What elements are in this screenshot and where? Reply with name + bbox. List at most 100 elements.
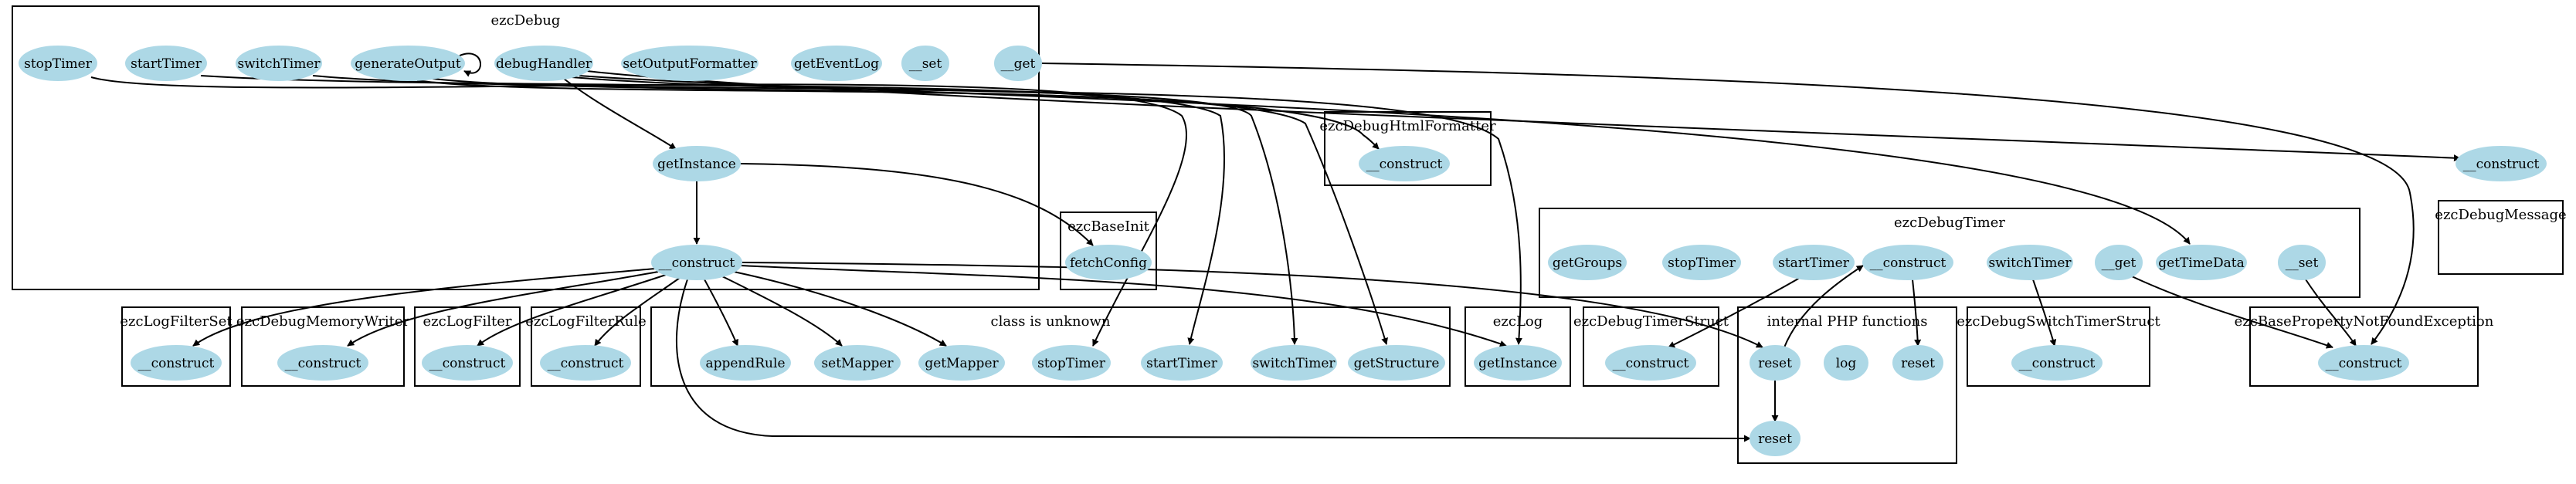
- node-msg-construct[interactable]: __construct: [2456, 146, 2547, 181]
- node-ellipse: [653, 146, 741, 181]
- node-ellipse: [1824, 345, 1868, 381]
- node-ellipse: [540, 345, 631, 381]
- cluster-label: ezcBasePropertyNotFoundException: [2235, 313, 2494, 330]
- node-label: stopTimer: [1037, 356, 1106, 371]
- node-u-set-mapper[interactable]: setMapper: [814, 345, 901, 381]
- node-label: __construct: [429, 356, 506, 371]
- node-u-start-timer[interactable]: startTimer: [1141, 345, 1223, 381]
- cluster-label: ezcLogFilterRule: [525, 313, 647, 330]
- node-u-switch-timer[interactable]: switchTimer: [1251, 345, 1337, 381]
- node-t-get-groups[interactable]: getGroups: [1548, 245, 1627, 280]
- node-d-generate-output[interactable]: generateOutput: [351, 46, 465, 81]
- node-p-reset[interactable]: reset: [1750, 345, 1800, 381]
- cluster-box: [1539, 208, 2360, 298]
- edge-t-start-timer-to-ts-construct: [1668, 277, 1800, 348]
- cluster-label: ezcDebugHtmlFormatter: [1319, 118, 1496, 134]
- node-t-stop-timer[interactable]: stopTimer: [1662, 245, 1741, 280]
- edge-d-switch-timer-to-u-switch-timer: [312, 75, 1298, 345]
- cluster-ezc-debug-memory-writer: ezcDebugMemoryWriter: [236, 306, 410, 387]
- node-ellipse: [2456, 146, 2547, 181]
- node-lfs-construct[interactable]: __construct: [131, 345, 222, 381]
- node-ellipse: [2156, 245, 2247, 280]
- node-ellipse: [2318, 345, 2409, 381]
- node-p-reset3[interactable]: reset: [1750, 421, 1800, 456]
- edge-d-debug-handler-to-l-get-instance: [571, 76, 1522, 345]
- node-ellipse: [791, 46, 882, 81]
- node-l-get-instance[interactable]: getInstance: [1474, 345, 1562, 381]
- edge-d-stop-timer-to-u-stop-timer: [90, 76, 1187, 347]
- node-label: stopTimer: [1668, 256, 1736, 271]
- node-label: stopTimer: [24, 56, 93, 72]
- node-dmw-construct[interactable]: __construct: [277, 345, 368, 381]
- node-label: fetchConfig: [1070, 256, 1147, 271]
- node-ellipse: [19, 46, 97, 81]
- node-label: __set: [909, 56, 942, 72]
- node-ellipse: [1251, 345, 1337, 381]
- cluster-label: ezcDebugTimerStruct: [1573, 313, 1729, 330]
- node-label: appendRule: [705, 356, 785, 371]
- node-ts-construct[interactable]: __construct: [1605, 345, 1696, 381]
- node-d-set[interactable]: __set: [901, 46, 949, 81]
- cluster-label: ezcLogFilterSet: [120, 313, 232, 330]
- node-label: __construct: [2463, 157, 2540, 172]
- cluster-ezc-debug-message: ezcDebugMessage: [2435, 200, 2567, 275]
- node-ellipse: [918, 345, 1005, 381]
- node-label: __get: [2102, 256, 2136, 271]
- node-ellipse: [2095, 245, 2143, 280]
- node-ellipse: [1750, 345, 1800, 381]
- node-d-get-event-log[interactable]: getEventLog: [791, 46, 882, 81]
- cluster-label: class is unknown: [990, 313, 1110, 330]
- node-t-construct[interactable]: __construct: [1862, 245, 1953, 280]
- node-p-log[interactable]: log: [1824, 345, 1868, 381]
- node-t-get[interactable]: __get: [2095, 245, 2143, 280]
- node-d-start-timer[interactable]: startTimer: [125, 46, 207, 81]
- edge-d-construct-to-u-append-rule: [704, 279, 738, 347]
- node-t-get-time-data[interactable]: getTimeData: [2156, 245, 2247, 280]
- node-u-stop-timer[interactable]: stopTimer: [1032, 345, 1111, 381]
- node-d-switch-timer[interactable]: switchTimer: [236, 46, 322, 81]
- node-u-get-structure[interactable]: getStructure: [1348, 345, 1445, 381]
- node-label: switchTimer: [237, 56, 321, 72]
- cluster-box: [1464, 306, 1571, 387]
- node-ellipse: [494, 46, 593, 81]
- node-d-get-instance[interactable]: getInstance: [653, 146, 741, 181]
- node-label: __get: [1001, 56, 1036, 72]
- node-ellipse: [1348, 345, 1445, 381]
- node-d-set-output-formatter[interactable]: setOutputFormatter: [621, 46, 759, 81]
- node-label: __construct: [1870, 256, 1946, 271]
- edge-d-debug-handler-to-t-get-time-data: [579, 75, 2191, 245]
- cluster-ezc-debug-switch-timer-struct: ezcDebugSwitchTimerStruct: [1957, 306, 2161, 387]
- node-u-append-rule[interactable]: appendRule: [700, 345, 791, 381]
- node-lfr-construct[interactable]: __construct: [540, 345, 631, 381]
- edge-d-start-timer-to-u-start-timer: [200, 75, 1226, 345]
- node-bp-construct[interactable]: __construct: [2318, 345, 2409, 381]
- node-label: log: [1836, 356, 1857, 371]
- node-bi-fetch-config[interactable]: fetchConfig: [1065, 245, 1152, 280]
- node-label: debugHandler: [496, 56, 592, 72]
- node-lf-construct[interactable]: __construct: [422, 345, 513, 381]
- cluster-label: ezcDebugMemoryWriter: [236, 313, 410, 330]
- cluster-ezc-base-init: ezcBaseInit: [1060, 212, 1157, 290]
- node-t-start-timer[interactable]: startTimer: [1773, 245, 1855, 280]
- edge-d-construct-to-lf-construct: [477, 274, 667, 347]
- cluster-box: [1583, 306, 1719, 387]
- cluster-box: [241, 306, 405, 387]
- node-ellipse: [125, 46, 207, 81]
- node-t-set[interactable]: __set: [2278, 245, 2326, 280]
- node-sts-construct[interactable]: __construct: [2011, 345, 2103, 381]
- node-label: __set: [2286, 256, 2319, 271]
- node-u-get-mapper[interactable]: getMapper: [918, 345, 1005, 381]
- node-hf-construct[interactable]: __construct: [1359, 146, 1450, 181]
- edge-d-construct-to-u-get-mapper: [733, 271, 947, 347]
- node-label: __construct: [138, 356, 215, 371]
- node-d-debug-handler[interactable]: debugHandler: [494, 46, 593, 81]
- node-d-get[interactable]: __get: [994, 46, 1042, 81]
- node-ellipse: [1548, 245, 1627, 280]
- node-label: switchTimer: [1252, 356, 1336, 371]
- node-p-reset2[interactable]: reset: [1892, 345, 1943, 381]
- node-d-construct[interactable]: __construct: [651, 245, 742, 280]
- node-d-stop-timer[interactable]: stopTimer: [19, 46, 97, 81]
- edge-d-construct-to-lfr-construct: [594, 277, 680, 347]
- node-t-switch-timer[interactable]: switchTimer: [1987, 245, 2073, 280]
- node-label: __construct: [1613, 356, 1689, 371]
